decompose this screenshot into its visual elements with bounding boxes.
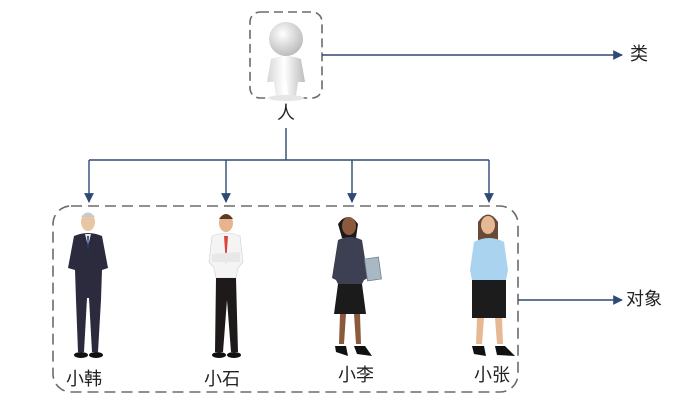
class-annotation-label: 类 (630, 44, 648, 65)
object-annotation-label: 对象 (626, 289, 662, 310)
person-figure-icon (267, 22, 305, 101)
businessman-shirt-icon (208, 214, 244, 358)
object-label-2: 小石 (204, 369, 240, 390)
businessman-suit-icon (68, 212, 108, 358)
object-label-1: 小韩 (66, 369, 102, 390)
objects-box (52, 205, 519, 393)
businesswoman-folder-icon (332, 217, 382, 356)
object-label-3: 小李 (338, 365, 374, 386)
tree-connector (84, 128, 494, 203)
businesswoman-blue-icon (470, 214, 515, 356)
object-label-4: 小张 (474, 365, 510, 386)
class-node-label: 人 (277, 103, 295, 124)
